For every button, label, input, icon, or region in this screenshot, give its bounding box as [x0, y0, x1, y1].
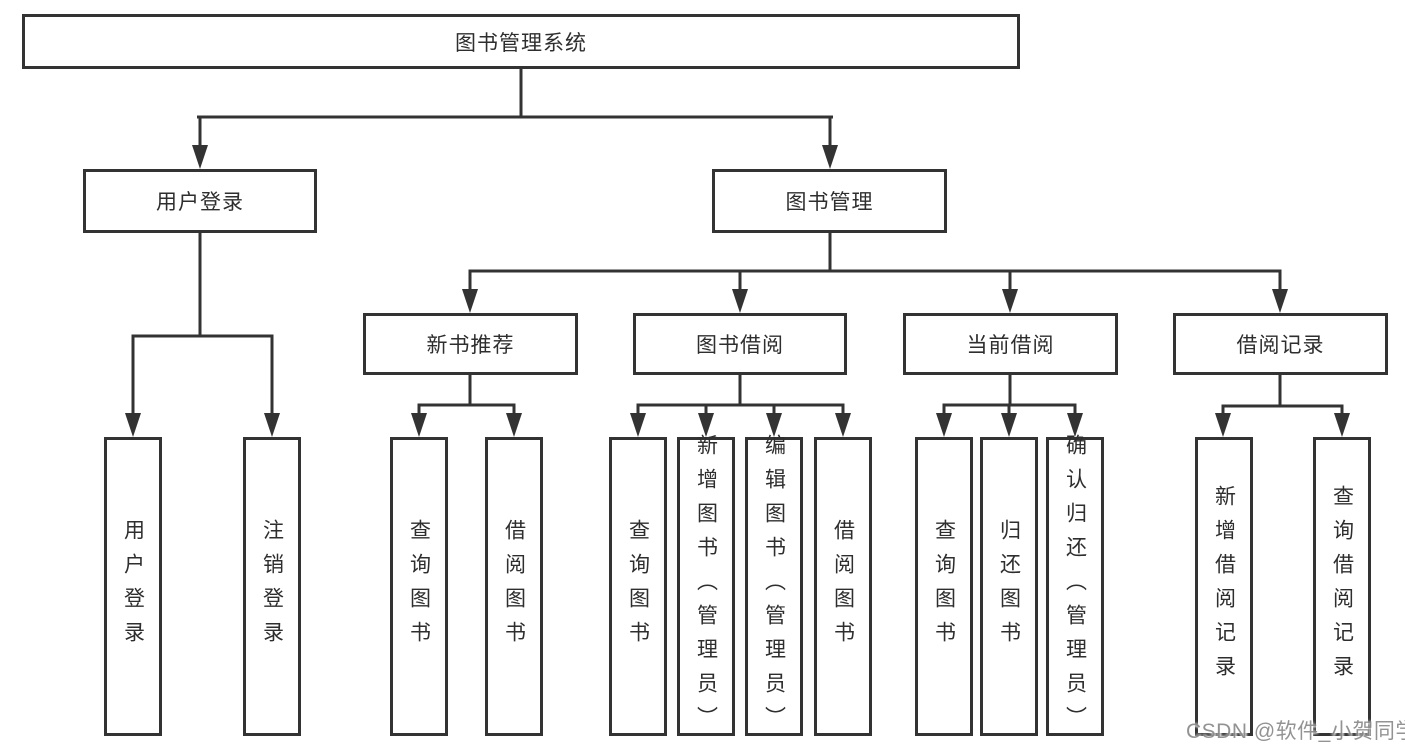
leaf-label: 查询图书 — [932, 518, 956, 655]
leaf-label: 查询图书 — [407, 518, 431, 655]
leaf-label: 新增图书（管理员） — [694, 433, 718, 740]
leaf-logout-action: 注销登录 — [243, 437, 301, 736]
node-book-management: 图书管理 — [712, 169, 947, 233]
leaf-edit-book-admin: 编辑图书（管理员） — [745, 434, 803, 740]
leaf-label: 确认归还（管理员） — [1063, 433, 1087, 740]
leaf-label: 查询图书 — [626, 518, 650, 655]
leaf-borrow-book-borrow: 借阅图书 — [814, 437, 872, 736]
csdn-watermark: CSDN @软件_小贺同学 — [1186, 720, 1405, 743]
node-current-borrow: 当前借阅 — [903, 313, 1118, 375]
node-library-management-system: 图书管理系统 — [22, 14, 1020, 69]
leaf-label: 借阅图书 — [502, 518, 526, 655]
leaf-query-book-recommend: 查询图书 — [390, 437, 448, 736]
leaf-return-book: 归还图书 — [980, 437, 1038, 736]
leaf-label: 编辑图书（管理员） — [762, 433, 786, 740]
leaf-label: 查询借阅记录 — [1330, 484, 1354, 689]
node-book-borrow: 图书借阅 — [633, 313, 847, 375]
leaf-borrow-book-recommend: 借阅图书 — [485, 437, 543, 736]
leaf-label: 用户登录 — [121, 518, 145, 655]
leaf-add-borrow-record: 新增借阅记录 — [1195, 437, 1253, 736]
leaf-user-login-action: 用户登录 — [104, 437, 162, 736]
node-new-book-recommend: 新书推荐 — [363, 313, 578, 375]
leaf-label: 归还图书 — [997, 518, 1021, 655]
leaf-label: 新增借阅记录 — [1212, 484, 1236, 689]
leaf-query-book-borrow: 查询图书 — [609, 437, 667, 736]
leaf-confirm-return-admin: 确认归还（管理员） — [1046, 434, 1104, 740]
leaf-query-borrow-record: 查询借阅记录 — [1313, 437, 1371, 736]
node-borrow-records: 借阅记录 — [1173, 313, 1388, 375]
leaf-query-book-current: 查询图书 — [915, 437, 973, 736]
leaf-label: 注销登录 — [260, 518, 284, 655]
leaf-label: 借阅图书 — [831, 518, 855, 655]
node-user-login: 用户登录 — [83, 169, 317, 233]
leaf-add-book-admin: 新增图书（管理员） — [677, 434, 735, 740]
